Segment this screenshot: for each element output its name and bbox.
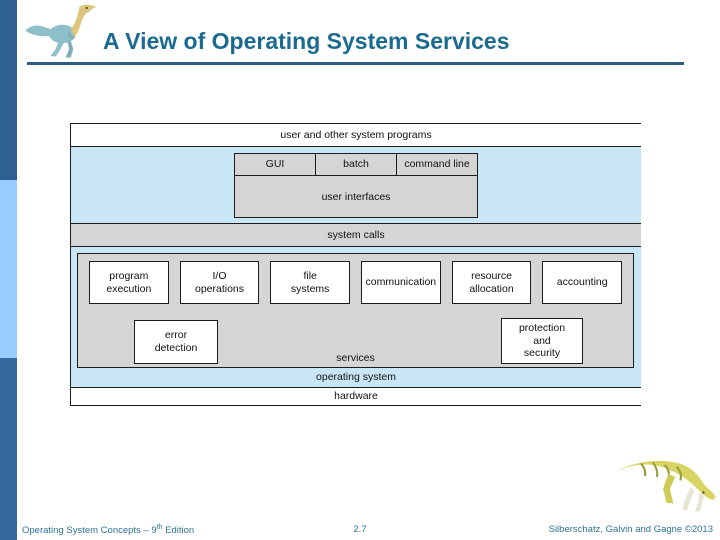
page-title: A View of Operating System Services [103, 28, 510, 54]
services-row: program execution I/O operations file sy… [78, 254, 633, 304]
services-label: services [336, 352, 375, 364]
service-error-detection: error detection [134, 320, 218, 364]
dinosaur-footer-icon [616, 460, 716, 512]
service-resource-allocation: resource allocation [451, 261, 532, 304]
ui-cell-command-line: command line [404, 158, 470, 170]
user-programs-bar: user and other system programs [71, 124, 641, 147]
user-interfaces-label: user interfaces [321, 190, 391, 203]
sidebar-bar-middle [0, 180, 17, 358]
sidebar-bar-bottom [0, 358, 17, 540]
hardware-bar: hardware [71, 387, 641, 405]
footer-authors: Silberschatz, Galvin and Gagne ©2013 [548, 524, 713, 535]
ui-cell-gui: GUI [235, 154, 316, 175]
service-protection-security: protection and security [501, 318, 583, 364]
os-services-diagram: user and other system programs GUI batch… [70, 123, 641, 406]
footer-edition-superscript: th [156, 524, 163, 531]
user-interface-zone: GUI batch command line user interfaces [71, 147, 641, 223]
system-calls-bar: system calls [71, 223, 641, 247]
operating-system-bar: operating system [71, 368, 641, 387]
ui-cell-batch: batch [316, 154, 397, 175]
service-io-operations: I/O operations [179, 261, 260, 304]
footer-edition-text: Edition [162, 525, 195, 537]
footer-book-title-text: Operating System Concepts – 9 [22, 525, 157, 537]
ui-cells-row: GUI batch command line [235, 154, 477, 176]
service-communication: communication [361, 261, 441, 304]
services-box: program execution I/O operations file sy… [77, 253, 634, 368]
footer-book-title: Operating System Concepts – 9th Edition [22, 524, 194, 536]
service-file-systems: file systems [270, 261, 351, 304]
title-underline [27, 62, 684, 65]
service-accounting: accounting [542, 261, 623, 304]
service-program-execution: program execution [89, 261, 169, 304]
slide-number: 2.7 [353, 524, 367, 535]
dinosaur-logo-icon [25, 4, 96, 58]
user-interfaces-box: GUI batch command line user interfaces [234, 153, 478, 218]
sidebar-bar-top [0, 0, 17, 180]
